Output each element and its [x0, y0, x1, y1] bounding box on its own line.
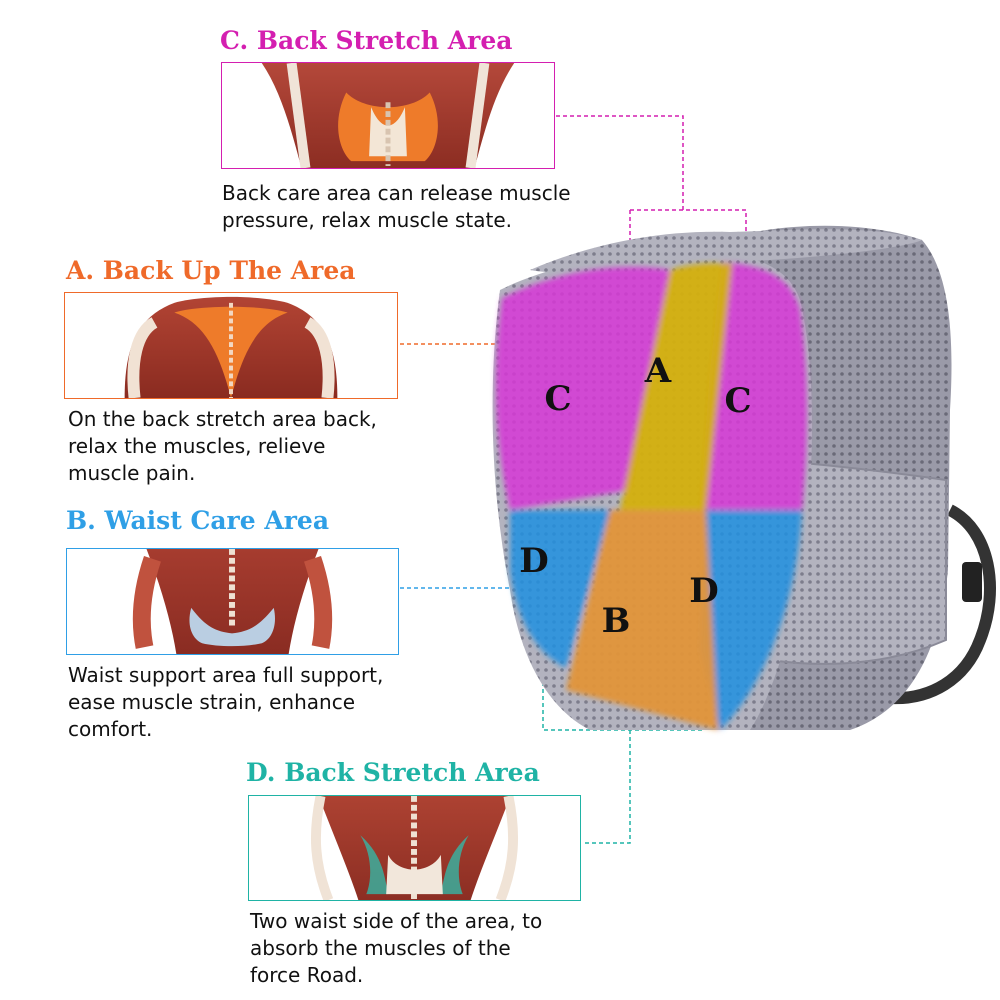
section-b-description: Waist support area full support, ease mu…: [68, 662, 383, 743]
back-muscle-trapezius-illustration-icon: [65, 293, 397, 398]
zone-c-right-label: C: [724, 381, 751, 421]
section-b-image: [66, 548, 399, 655]
section-c-image: [221, 62, 555, 169]
section-c-description: Back care area can release muscle pressu…: [222, 180, 571, 234]
section-a-description: On the back stretch area back, relax the…: [68, 406, 377, 487]
section-d-desc-line: absorb the muscles of the: [250, 936, 511, 960]
section-d-description: Two waist side of the area, to absorb th…: [250, 908, 542, 989]
section-a-desc-line: relax the muscles, relieve: [68, 434, 326, 458]
section-b-desc-line: Waist support area full support,: [68, 663, 384, 687]
section-b-desc-line: comfort.: [68, 717, 153, 741]
section-a-desc-line: muscle pain.: [68, 461, 196, 485]
back-muscle-upper-illustration-icon: [222, 63, 554, 168]
section-b-desc-line: ease muscle strain, enhance: [68, 690, 356, 714]
zone-d-right-label: D: [689, 571, 718, 611]
waist-side-muscle-illustration-icon: [249, 796, 580, 900]
section-c-title: C. Back Stretch Area: [220, 26, 513, 55]
zone-d-left-label: D: [519, 541, 548, 581]
section-c-desc-line: Back care area can release muscle: [222, 181, 571, 205]
lumbar-support-pillow-icon: A C C D D B: [492, 225, 996, 730]
section-d-desc-line: force Road.: [250, 963, 364, 987]
section-b-title: B. Waist Care Area: [66, 506, 330, 535]
section-a-desc-line: On the back stretch area back,: [68, 407, 377, 431]
section-d-image: [248, 795, 581, 901]
lower-back-muscle-illustration-icon: [67, 549, 398, 654]
section-d-title: D. Back Stretch Area: [246, 758, 540, 787]
zone-c-left-label: C: [544, 379, 571, 419]
section-c-desc-line: pressure, relax muscle state.: [222, 208, 513, 232]
zone-a-label: A: [644, 351, 672, 391]
section-d-desc-line: Two waist side of the area, to: [250, 909, 543, 933]
zone-b-label: B: [602, 601, 631, 641]
section-a-image: [64, 292, 398, 399]
section-a-title: A. Back Up The Area: [66, 256, 356, 285]
